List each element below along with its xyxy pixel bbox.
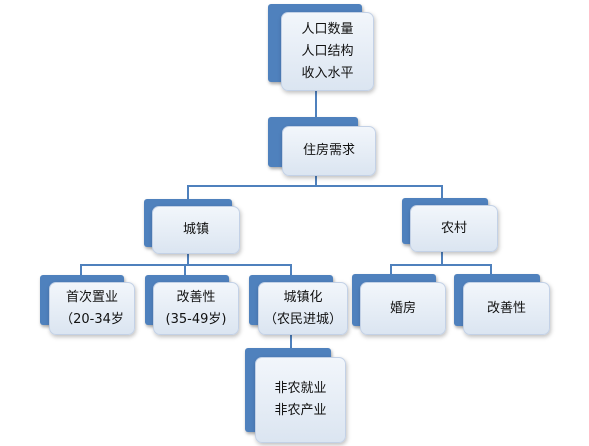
connector-to-upgrade-urban [184,264,186,277]
connector-urban-bar [80,264,292,266]
node-first-home-card: 首次置业 （20-34岁 [49,282,135,335]
connector-rural-down [441,252,443,265]
urban-label: 城镇 [182,222,209,237]
nonfarm-industry-label: 非农产业 [274,403,327,418]
connector-to-urban [187,185,189,201]
node-urban-card: 城镇 [152,206,240,254]
connector-split-bar [187,185,443,187]
connector-urban-down [187,254,189,265]
nonfarm-employment-label: 非农就业 [274,381,327,396]
upgrade-urban-age: (35-49岁) [165,311,227,327]
node-upgrade-urban-card: 改善性 (35-49岁) [153,282,239,335]
upgrade-rural-label: 改善性 [486,300,526,316]
connector-urbanization-down [290,330,292,350]
connector-to-urbanization [290,264,292,277]
node-rural-card: 农村 [410,205,498,252]
rural-label: 农村 [440,220,467,236]
first-home-age: （20-34岁 [60,311,124,327]
connector-top-to-demand [315,84,317,120]
upgrade-urban-label: 改善性 [176,289,216,305]
connector-to-rural [441,185,443,201]
node-wedding-home-card: 婚房 [360,282,446,335]
node-housing-demand-card: 住房需求 [282,126,376,176]
connector-to-first-home [80,264,82,277]
connector-demand-down [315,176,317,186]
connector-rural-bar [390,264,492,266]
factor-population-size: 人口数量 [301,21,354,37]
wedding-home-label: 婚房 [389,300,416,316]
factor-population-structure: 人口结构 [301,43,354,59]
first-home-label: 首次置业 [65,289,118,305]
connector-to-upgrade-rural [490,264,492,277]
housing-demand-label: 住房需求 [302,143,355,158]
node-factors-card: 人口数量 人口结构 收入水平 [281,12,374,91]
node-upgrade-rural-card: 改善性 [463,282,550,335]
factor-income-level: 收入水平 [301,65,354,81]
node-urbanization-card: 城镇化 （农民进城） [258,282,348,335]
urbanization-label: 城镇化 [283,289,323,305]
urbanization-detail: （农民进城） [263,311,342,327]
connector-to-wedding-home [390,264,392,277]
node-nonfarm-card: 非农就业 非农产业 [255,357,346,443]
